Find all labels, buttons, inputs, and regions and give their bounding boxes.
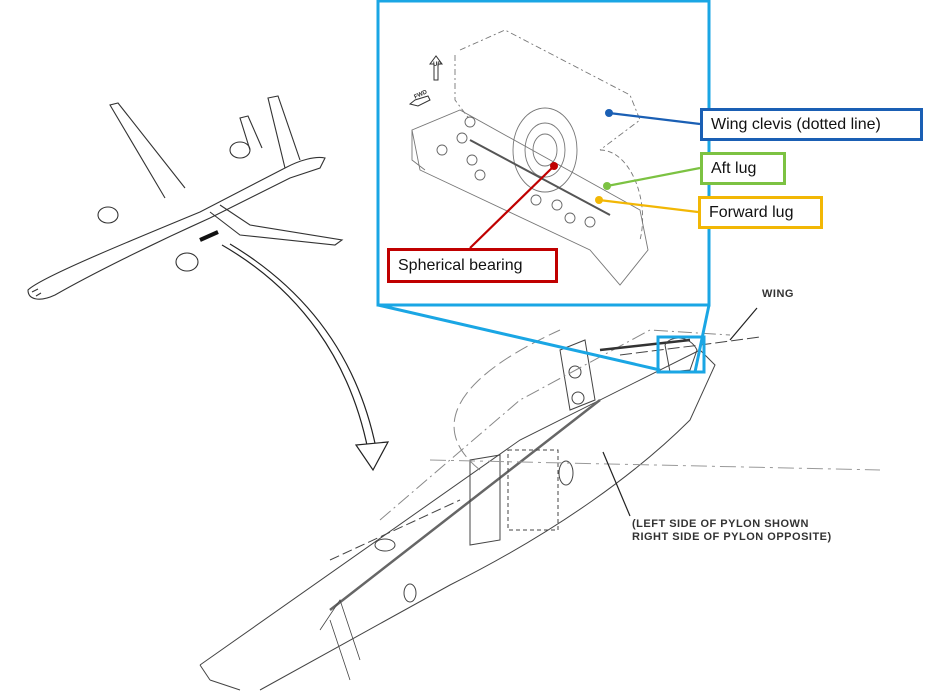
- aft-lug-callout: Aft lug: [700, 152, 786, 185]
- curved-arrow: [221, 243, 390, 472]
- wing-clevis-dot: [605, 109, 613, 117]
- spherical-bearing-callout: Spherical bearing: [387, 248, 558, 283]
- spherical-bearing-dot: [550, 162, 558, 170]
- note-line-1: (LEFT SIDE OF PYLON SHOWN: [632, 518, 809, 530]
- wing-clevis-callout: Wing clevis (dotted line): [700, 108, 923, 141]
- aft-lug-dot: [603, 182, 611, 190]
- callout-leaders: [469, 111, 701, 249]
- fwd-arrow-icon: [408, 95, 431, 107]
- inset-zoom-lines: [376, 0, 711, 374]
- note-leader-line: [602, 451, 631, 517]
- pylon-sketch: [199, 329, 881, 691]
- wing-leader-line: [729, 307, 758, 341]
- up-label: UP: [433, 62, 442, 68]
- forward-lug-callout: Forward lug: [698, 196, 823, 229]
- mount-inset-drawing: [411, 29, 649, 286]
- airplane-sketch: [27, 95, 344, 300]
- note-line-2: RIGHT SIDE OF PYLON OPPOSITE): [632, 531, 832, 543]
- up-arrow-icon: [429, 55, 443, 81]
- forward-lug-dot: [595, 196, 603, 204]
- pylon-side-note: (LEFT SIDE OF PYLON SHOWN RIGHT SIDE OF …: [632, 518, 832, 544]
- wing-label: WING: [762, 288, 794, 300]
